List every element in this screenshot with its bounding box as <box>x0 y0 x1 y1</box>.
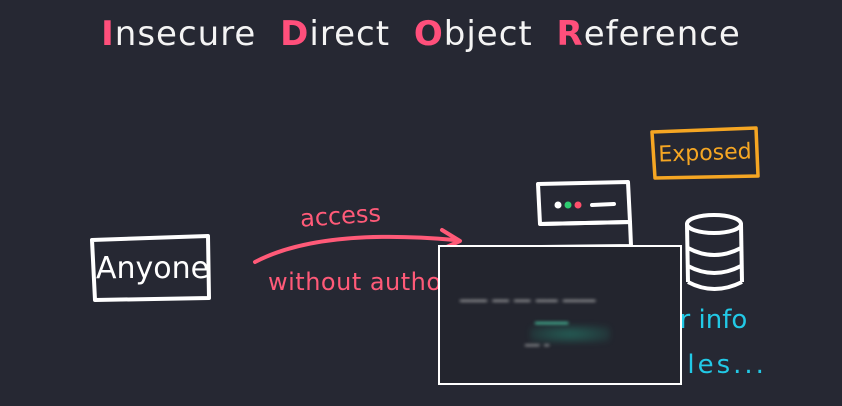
anyone-box <box>90 234 211 302</box>
title-word-insecure: Insecure <box>101 14 257 54</box>
title-word-reference: Reference <box>556 14 741 54</box>
server-icon <box>536 180 633 249</box>
access-label: access <box>299 199 382 233</box>
database-icon <box>685 213 744 291</box>
overlay-line-2: ━━━━━ <box>535 317 569 330</box>
diagram-title: Insecure Direct Object Reference <box>0 14 842 54</box>
overlay-line-3: ━━━ ━ <box>525 341 550 350</box>
video-overlay-thumbnail[interactable]: ━━━━━ ━━━ ━━━ ━━━━ ━━━━━━ ━━━━━ ━━━ ━ <box>438 245 682 385</box>
without-authorization-label: without author <box>268 268 452 296</box>
access-arrow <box>253 234 457 264</box>
title-word-object: Object <box>413 14 533 54</box>
exposed-box <box>650 126 760 180</box>
overlay-glow <box>530 325 610 343</box>
exposed-label: Exposed <box>657 139 753 168</box>
title-word-direct: Direct <box>280 14 391 54</box>
overlay-line-1: ━━━━━ ━━━ ━━━ ━━━━ ━━━━━━ <box>460 297 596 307</box>
anyone-label: Anyone <box>96 251 210 286</box>
